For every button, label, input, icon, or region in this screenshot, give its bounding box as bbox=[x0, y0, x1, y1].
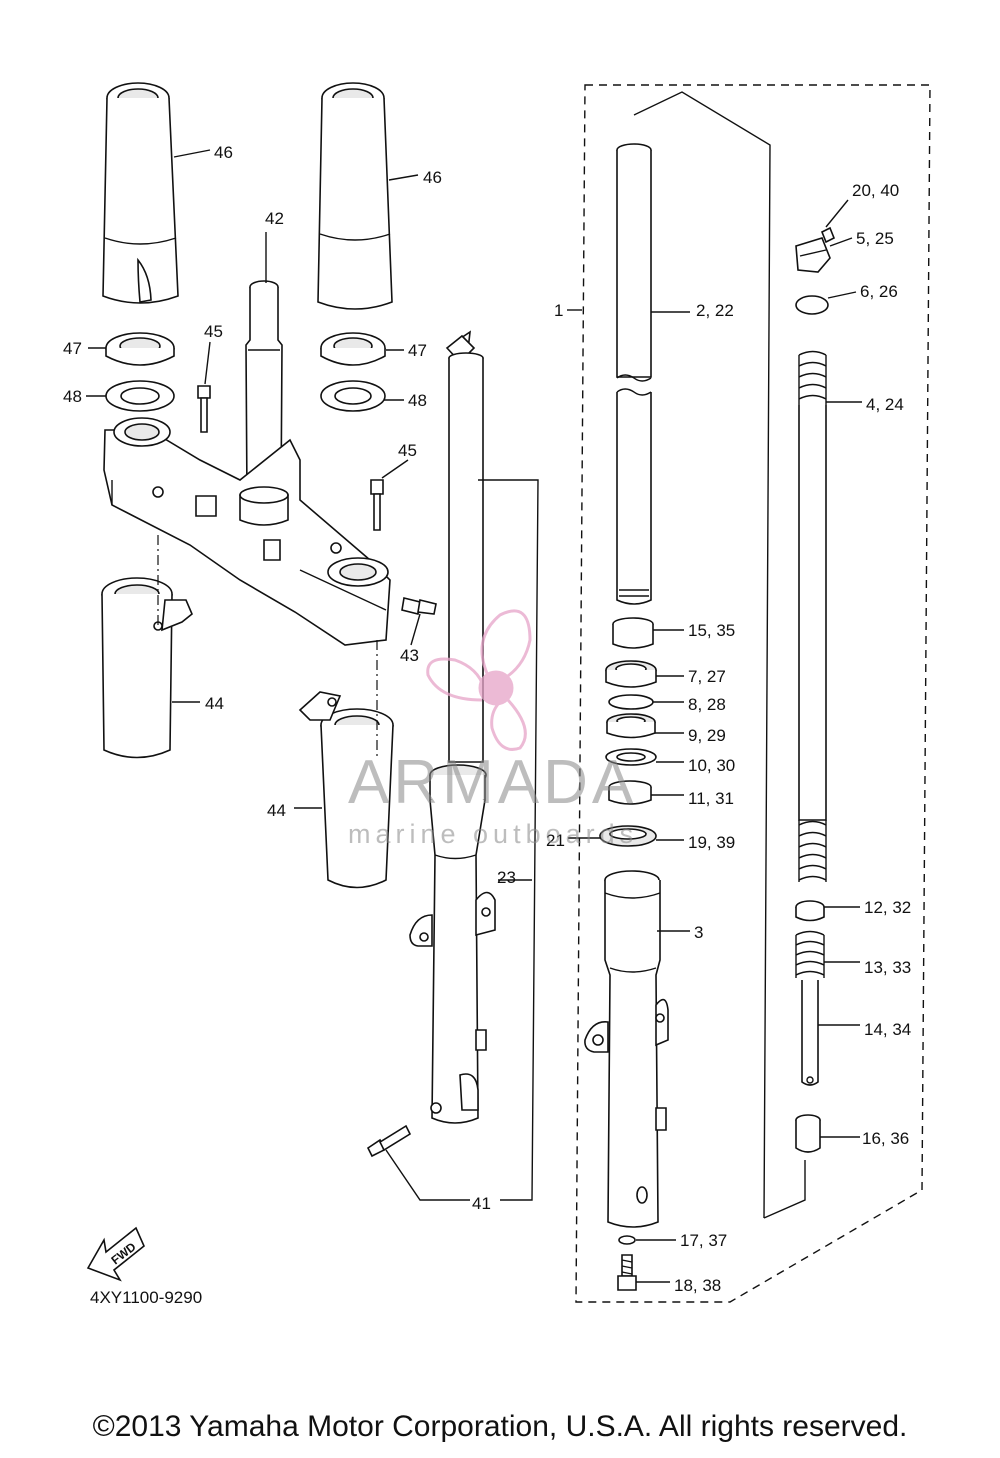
callout-41: 41 bbox=[472, 1194, 491, 1213]
callout-20-40: 20, 40 bbox=[852, 181, 899, 200]
callout-17-37: 17, 37 bbox=[680, 1231, 727, 1250]
lower-cover-left bbox=[101, 577, 193, 759]
callout-21: 21 bbox=[546, 831, 565, 850]
diagram-code: 4XY1100-9290 bbox=[90, 1288, 202, 1307]
callout-9-29: 9, 29 bbox=[688, 726, 726, 745]
outer-slide-metal bbox=[608, 780, 652, 805]
cover-guide-right bbox=[320, 332, 386, 366]
callout-18-38: 18, 38 bbox=[674, 1276, 721, 1295]
pinch-bolt-43 bbox=[401, 597, 437, 615]
slide-metal bbox=[612, 617, 654, 649]
callout-13-33: 13, 33 bbox=[864, 958, 911, 977]
under-bracket bbox=[103, 417, 391, 646]
propeller-logo-icon bbox=[426, 609, 532, 751]
callout-42: 42 bbox=[265, 209, 284, 228]
bracket-bolt-upper bbox=[197, 385, 211, 433]
oil-lock-piece bbox=[795, 1114, 821, 1153]
complete-fork-leg bbox=[409, 330, 496, 1124]
bracket-bolt-lower bbox=[370, 479, 384, 531]
callout-8-28: 8, 28 bbox=[688, 695, 726, 714]
callout-46-b: 46 bbox=[423, 168, 442, 187]
callout-2-22: 2, 22 bbox=[696, 301, 734, 320]
callout-4-24: 4, 24 bbox=[866, 395, 904, 414]
callout-1: 1 bbox=[554, 301, 563, 320]
callout-14-34: 14, 34 bbox=[864, 1020, 911, 1039]
callout-45-a: 45 bbox=[204, 322, 223, 341]
fork-cover-left bbox=[102, 82, 179, 304]
o-ring bbox=[795, 295, 829, 315]
damper-rod bbox=[801, 980, 819, 1086]
callout-44-b: 44 bbox=[267, 801, 286, 820]
callout-48-b: 48 bbox=[408, 391, 427, 410]
callout-23: 23 bbox=[497, 868, 516, 887]
damper-bolt bbox=[617, 1254, 637, 1291]
fork-assembly-outline bbox=[575, 84, 931, 1303]
callout-12-32: 12, 32 bbox=[864, 898, 911, 917]
callout-44-a: 44 bbox=[205, 694, 224, 713]
callout-10-30: 10, 30 bbox=[688, 756, 735, 775]
callout-3: 3 bbox=[694, 923, 703, 942]
callout-6-26: 6, 26 bbox=[860, 282, 898, 301]
fork-spring bbox=[798, 350, 827, 882]
watermark-tagline: marine outboards bbox=[348, 819, 638, 849]
retaining-clip bbox=[608, 694, 654, 710]
callout-47-b: 47 bbox=[408, 341, 427, 360]
callout-47-a: 47 bbox=[63, 339, 82, 358]
callout-48-a: 48 bbox=[63, 387, 82, 406]
callout-46-a: 46 bbox=[214, 143, 233, 162]
fork-cover-right bbox=[317, 82, 393, 310]
callout-5-25: 5, 25 bbox=[856, 229, 894, 248]
oil-seal bbox=[606, 713, 656, 739]
callout-7-27: 7, 27 bbox=[688, 667, 726, 686]
lower-cover-right bbox=[298, 691, 394, 889]
outer-tube bbox=[584, 870, 669, 1228]
part-callouts: 46 46 42 45 47 47 48 48 45 43 44 44 23 4… bbox=[63, 143, 911, 1307]
watermark: ARMADA marine outboards bbox=[348, 609, 638, 849]
cover-guide-left bbox=[105, 332, 175, 366]
rebound-spring bbox=[795, 930, 825, 978]
callout-15-35: 15, 35 bbox=[688, 621, 735, 640]
callout-43: 43 bbox=[400, 646, 419, 665]
callout-19-39: 19, 39 bbox=[688, 833, 735, 852]
copyright-notice: ©2013 Yamaha Motor Corporation, U.S.A. A… bbox=[92, 1410, 908, 1443]
drain-washer bbox=[618, 1235, 636, 1245]
cap-bolt bbox=[795, 226, 836, 273]
callout-11-31: 11, 31 bbox=[688, 789, 734, 808]
callout-45-b: 45 bbox=[398, 441, 417, 460]
watermark-name: ARMADA bbox=[348, 748, 637, 817]
dust-seal bbox=[605, 660, 657, 688]
axle-pinch-bolt bbox=[366, 1124, 412, 1158]
leader-lines bbox=[86, 149, 862, 1283]
callout-16-36: 16, 36 bbox=[862, 1129, 909, 1148]
fwd-arrow-icon bbox=[86, 1226, 145, 1282]
inner-tube bbox=[616, 143, 652, 605]
